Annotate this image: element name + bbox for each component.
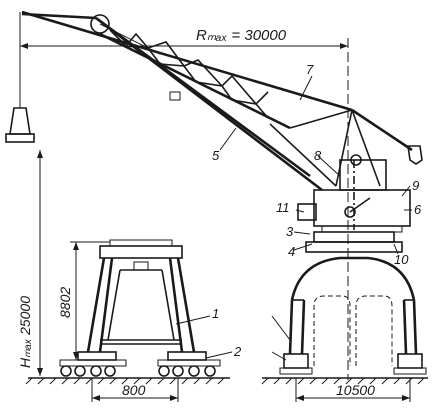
portal-side-view: [59, 239, 221, 377]
callout-numbers: 1 2 3 4 5 6 7 8 9 10 11: [212, 62, 422, 359]
callout-3: 3: [286, 224, 294, 239]
dimension-portal-width-label: 10500: [336, 382, 375, 398]
callout-2: 2: [233, 344, 242, 359]
callout-8: 8: [314, 148, 322, 163]
ground-line: [25, 377, 428, 385]
machine-house: [297, 159, 411, 233]
portal-front-view: [279, 231, 427, 375]
dimension-hmax: Hₘₐₓ 25000: [17, 150, 43, 376]
dimension-rmax-label: Rₘₐₓ = 30000: [196, 27, 287, 44]
callout-11: 11: [276, 200, 290, 215]
dimension-hmax-label: Hₘₐₓ 25000: [17, 296, 33, 368]
callout-10: 10: [394, 252, 409, 267]
dimension-rail-height-label: 8802: [57, 287, 73, 318]
dimension-rail-gauge-label: 800: [122, 382, 146, 398]
dimension-rail-height: 8802: [57, 241, 110, 360]
jib-system: [19, 10, 423, 218]
callout-leaders: [175, 75, 412, 361]
callout-6: 6: [414, 202, 422, 217]
callout-7: 7: [306, 62, 314, 77]
grab-bucket: [5, 96, 35, 143]
dimension-rmax: Rₘₐₓ = 30000: [20, 27, 349, 380]
callout-5: 5: [212, 148, 220, 163]
callout-9: 9: [412, 178, 419, 193]
callout-1: 1: [212, 306, 219, 321]
callout-4: 4: [288, 244, 295, 259]
dimension-portal-width: 10500: [295, 378, 411, 402]
dimension-rail-gauge: 800: [91, 378, 179, 402]
